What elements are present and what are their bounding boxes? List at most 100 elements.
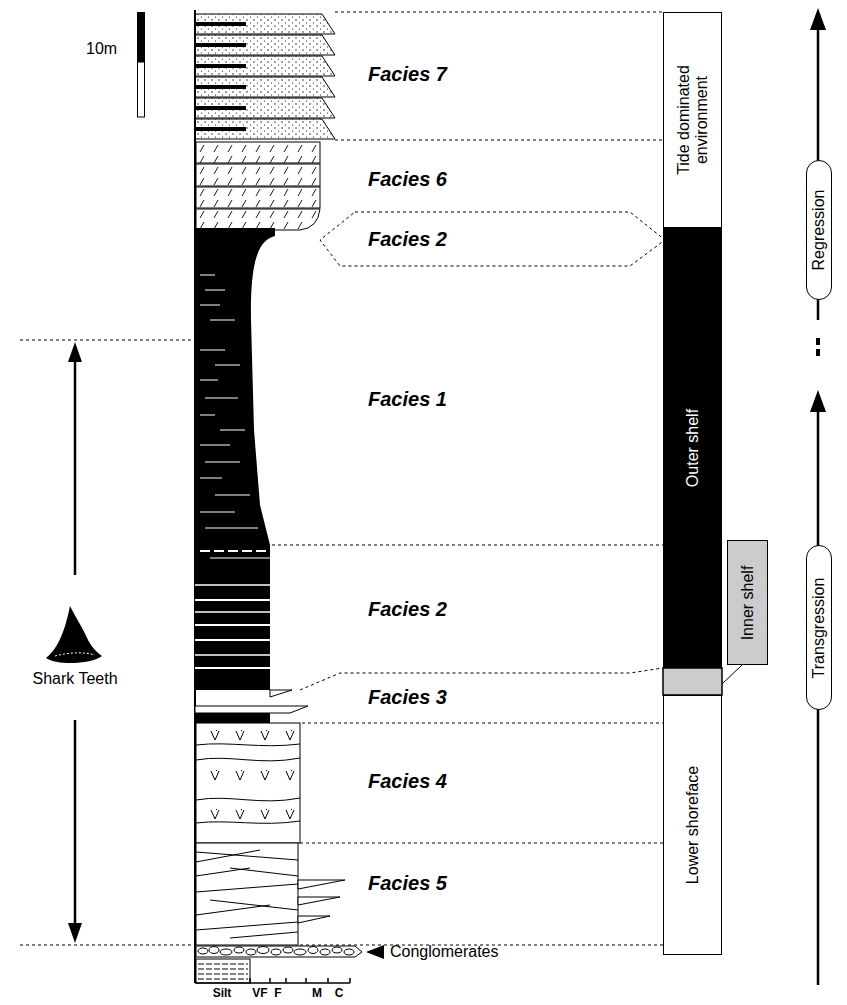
- silt-lamina: [205, 398, 238, 399]
- environment-label: Lower shoreface: [683, 766, 701, 884]
- silt-lamina: [200, 445, 230, 446]
- silt-lamina: [200, 275, 258, 528]
- mud-drape: [196, 127, 246, 131]
- facies-label: Facies 6: [368, 168, 447, 191]
- burrow-symbol: [211, 730, 219, 740]
- sandstone-bed: [195, 119, 335, 139]
- facies-label: Facies 5: [368, 872, 447, 895]
- silt-lamina: [205, 290, 225, 291]
- burrow-symbol: [211, 809, 219, 819]
- scale-label: 10m: [86, 40, 117, 58]
- conglomerate: [332, 947, 342, 953]
- sand-lens: [195, 706, 308, 713]
- conglomerate: [220, 949, 232, 955]
- cross-bedded-sandstone: [298, 916, 330, 923]
- mudstone: [195, 713, 270, 723]
- sandstone-bed: [195, 14, 335, 139]
- silt-layer: [210, 558, 270, 559]
- environment-band: Lower shoreface: [663, 695, 722, 955]
- mudstone: [195, 228, 275, 690]
- silt-lamina: [200, 478, 222, 479]
- facies-label: Facies 7: [368, 63, 447, 86]
- sand-lens: [270, 690, 292, 697]
- bioturbated-sandstone: [196, 723, 300, 843]
- silt-layer: [195, 654, 270, 656]
- trend-label-box: Regression: [806, 160, 832, 300]
- grain-size-label: C: [335, 987, 344, 999]
- facies-boundary: [300, 668, 663, 690]
- conglomerate: [196, 946, 362, 957]
- grain-size-label: Silt: [213, 987, 232, 999]
- cross-bedded-sandstone: [196, 843, 298, 945]
- basal-siltstone: [196, 959, 250, 983]
- silt-layer: [195, 599, 270, 601]
- lithology-label: Conglomerates: [390, 943, 499, 961]
- environment-label: Tide dominated environment: [674, 45, 711, 195]
- arrowhead: [68, 342, 82, 362]
- bioturbated-sandstone: [196, 798, 300, 801]
- cross-bedded-sandstone: [298, 880, 345, 889]
- silt-layer: [195, 611, 270, 613]
- burrow-symbol: [211, 730, 294, 819]
- sandstone-bed: [195, 98, 335, 118]
- facies-label: Facies 1: [368, 388, 447, 411]
- basal-siltstone: [198, 964, 248, 979]
- facies-boundary: [335, 140, 663, 141]
- silt-layer: [195, 624, 270, 626]
- silt-lamina: [200, 305, 220, 306]
- silt-lamina: [215, 495, 250, 496]
- burrow-symbol: [286, 730, 294, 740]
- grain-size-label: M: [312, 987, 322, 999]
- conglomerate: [283, 947, 293, 953]
- arrowhead: [810, 8, 826, 30]
- scale-bar: [137, 12, 145, 117]
- silt-lamina: [200, 512, 235, 513]
- grain-size-label: VF: [252, 987, 267, 999]
- arrowhead: [810, 390, 826, 412]
- silt-lamina: [200, 275, 215, 276]
- silt-lamina: [210, 320, 235, 321]
- cross-laminated-bed: [196, 164, 320, 186]
- sandstone-bed: [195, 77, 335, 97]
- silt-layer: [195, 584, 270, 586]
- conglomerate: [294, 949, 306, 955]
- cross-bedded-sandstone: [196, 850, 298, 876]
- mud-drape: [196, 43, 246, 47]
- burrow-symbol: [286, 770, 294, 780]
- range-arrow: [74, 720, 77, 925]
- burrow-symbol: [286, 809, 294, 819]
- silt-lamina: [200, 350, 225, 351]
- conglomerate: [320, 949, 330, 955]
- trend-label-box: Transgression: [806, 545, 832, 710]
- mud-drape: [196, 22, 246, 131]
- sandstone-bed: [195, 14, 335, 34]
- shark-tooth-icon: [55, 653, 95, 656]
- cross-laminated-bed: [196, 209, 320, 230]
- burrow-symbol: [236, 730, 244, 740]
- sand-lens: [195, 690, 308, 713]
- burrow-symbol: [236, 809, 244, 819]
- conglomerate: [209, 947, 219, 954]
- pointer-arrowhead: [366, 945, 384, 959]
- environment-label: Outer shelf: [683, 409, 701, 487]
- cross-laminated-bed: [196, 142, 320, 230]
- mud-drape: [196, 22, 246, 26]
- cross-bedded-sandstone: [196, 884, 298, 938]
- conglomerate: [246, 949, 256, 955]
- range-arrow: [74, 360, 77, 575]
- grain-size-axis: [195, 978, 350, 983]
- scale-bar: [137, 12, 145, 62]
- facies-boundary: [335, 12, 663, 13]
- silt-layer: [195, 639, 270, 641]
- conglomerate: [271, 949, 281, 955]
- shark-tooth-icon: [46, 606, 102, 663]
- grain-size-axis: [195, 982, 350, 984]
- environment-label: Regression: [810, 190, 828, 271]
- facies-boundary: [20, 340, 195, 341]
- cross-laminated-bed: [196, 142, 320, 163]
- silt-lamina: [220, 430, 245, 431]
- leader-line: [722, 665, 742, 684]
- conglomerate: [198, 948, 208, 954]
- facies-boundary: [20, 945, 195, 946]
- facies-boundary: [320, 212, 665, 266]
